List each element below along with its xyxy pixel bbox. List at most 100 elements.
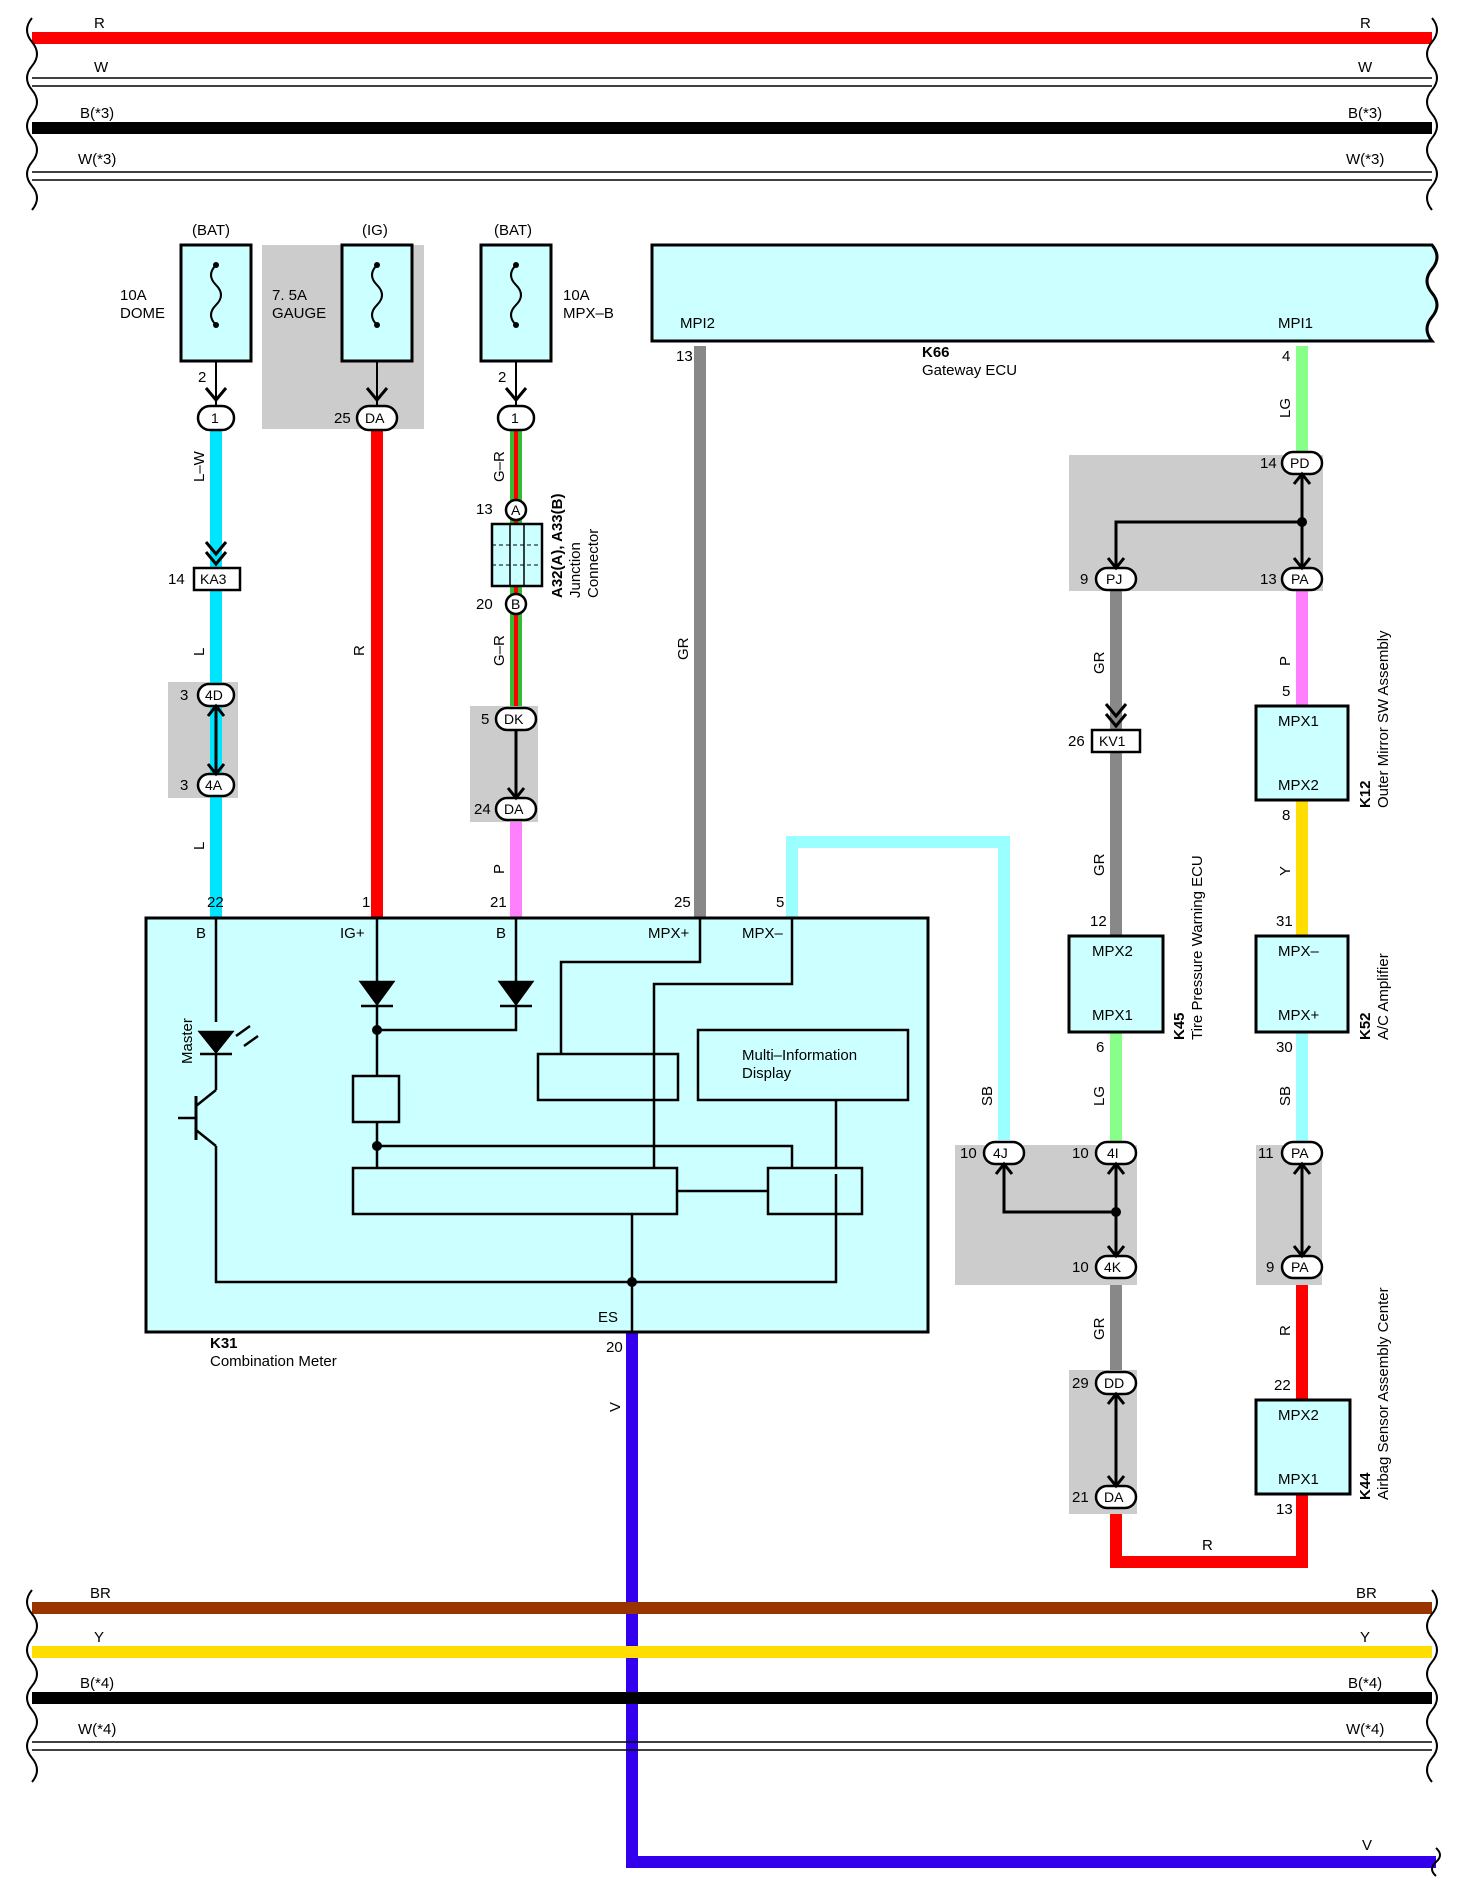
wire-label-lg-k45: LG [1091, 1086, 1108, 1106]
break-mark-v [1431, 1847, 1441, 1877]
conn-dd-id: DD [1104, 1375, 1124, 1391]
component-k12: MPX1 MPX2 5 8 K12 Outer Mirror SW Assemb… [1254, 630, 1392, 824]
k45-code: K45 [1171, 1012, 1188, 1040]
conn-ka3-num: 14 [168, 571, 185, 588]
fuse-gauge-icon [371, 264, 383, 326]
arrow-pd-pa [1292, 471, 1312, 571]
fuse-dome-pin: 2 [198, 369, 206, 386]
conn-pd-id: PD [1290, 455, 1309, 471]
combination-meter: 22 1 21 25 5 B IG+ B MPX+ MPX– [144, 894, 930, 1370]
conn-gauge-da [355, 404, 399, 432]
connector-links [204, 387, 1312, 1489]
component-k44: MPX2 MPX1 22 13 K44 Airbag Sensor Assemb… [1254, 1287, 1392, 1518]
conn-4a-num: 3 [180, 777, 188, 794]
conn-pa11-num: 11 [1258, 1145, 1274, 1162]
junction-connector: A 13 B 20 A32(A), A33(B) Junction Connec… [476, 494, 602, 616]
conn-4k-id: 4K [1104, 1259, 1122, 1275]
meter-code: K31 [210, 1335, 238, 1352]
gateway-port-left: MPI2 [680, 315, 715, 332]
bus-b3-label-right: B(*3) [1348, 105, 1382, 122]
arrow-dk-da [506, 787, 526, 801]
meter-display-box [696, 1028, 910, 1102]
conn-da-bot-num: 21 [1072, 1489, 1089, 1506]
conn-4j-num: 10 [960, 1145, 977, 1162]
k44-box [1254, 1398, 1352, 1496]
k45-port-bottom: MPX1 [1092, 1007, 1133, 1024]
wire-label-r-pa: R [1277, 1325, 1294, 1336]
k52-pin-bottom: 30 [1276, 1039, 1293, 1056]
junction-pin-a-num: 13 [476, 501, 493, 518]
junction-pin-b: B [511, 596, 520, 612]
meter-dot-ground [627, 1277, 637, 1287]
junction-name-1: Junction [567, 542, 584, 598]
meter-b2-diode-icon [497, 980, 535, 1007]
wire-v [626, 1330, 1436, 1868]
junction-name-2: Connector [585, 529, 602, 598]
wire-label-gr1: G–R [491, 451, 508, 482]
k45-pin-bottom: 6 [1096, 1039, 1104, 1056]
conn-gauge-da-id: DA [365, 410, 385, 426]
arrow-dd-da [1106, 1391, 1126, 1489]
meter-ig-diode-icon [358, 980, 396, 1007]
bus-r-label-left: R [94, 15, 105, 32]
component-k45: MPX2 MPX1 12 6 K45 Tire Pressure Warning… [1067, 855, 1206, 1056]
k52-code: K52 [1357, 1012, 1374, 1040]
bus-w3-label-right: W(*3) [1346, 151, 1384, 168]
conn-dk-id: DK [504, 711, 524, 727]
meter-pin-mpxminus: 5 [776, 894, 784, 911]
bus-v-label: V [1362, 1837, 1372, 1854]
bus-w4-label-left: W(*4) [78, 1721, 116, 1738]
wire-label-lw: L–W [191, 450, 208, 482]
wires [210, 346, 1436, 1868]
bus-b4-label-right: B(*4) [1348, 1675, 1382, 1692]
junction-box [490, 522, 544, 588]
fuse-dome-icon [210, 264, 222, 326]
bus-w3-label-left: W(*3) [78, 151, 116, 168]
meter-term-ig: IG+ [340, 925, 365, 942]
break-mark-left-bottom [26, 1589, 38, 1783]
meter-led-label: Master [179, 1018, 196, 1064]
meter-term-b: B [196, 925, 206, 942]
bus-br-label-left: BR [90, 1585, 111, 1602]
fuse-mpxb-dot-bottom [513, 322, 519, 328]
junction-dots [1111, 517, 1307, 1217]
meter-es-pin: 20 [606, 1339, 623, 1356]
wire-label-y-mirror: Y [1277, 866, 1294, 876]
bus-w4-label-right: W(*4) [1346, 1721, 1384, 1738]
meter-term-mpxminus: MPX– [742, 925, 784, 942]
wire-label-lg-top: LG [1277, 398, 1294, 418]
wire-r-bottom [1110, 1494, 1308, 1568]
top-bus-group: R R W W B(*3) B(*3) W(*3) W(*3) [26, 15, 1438, 211]
bus-r-label-right: R [1360, 15, 1371, 32]
k44-pin-bottom: 13 [1276, 1501, 1293, 1518]
meter-mpxminus-line [652, 918, 794, 1168]
break-mark-left-top [26, 17, 38, 211]
conn-kv1-id: KV1 [1099, 733, 1126, 749]
k52-box [1254, 934, 1350, 1034]
k52-port-top: MPX– [1278, 943, 1320, 960]
bus-b3-label-left: B(*3) [80, 105, 114, 122]
k52-name: A/C Amplifier [1375, 953, 1392, 1040]
fuse-mpxb-icon [510, 264, 522, 326]
gateway-port-right: MPI1 [1278, 315, 1313, 332]
meter-ground-loop [214, 1146, 838, 1284]
component-k52: MPX– MPX+ 31 30 K52 A/C Amplifier [1254, 913, 1392, 1056]
conn-kv1-num: 26 [1068, 733, 1085, 750]
link-pd-pj [1114, 520, 1302, 568]
conn-dome-1 [196, 404, 236, 432]
k12-name: Outer Mirror SW Assembly [1375, 630, 1392, 808]
fuse-dome-dot-top [213, 262, 219, 268]
wire-label-l2: L [191, 842, 208, 850]
conn-kv1 [1090, 728, 1142, 754]
conn-pa9-id: PA [1291, 1259, 1309, 1275]
meter-mpxplus-line [559, 918, 702, 1054]
conn-mpxb-1 [496, 404, 536, 432]
conn-da-mid-id: DA [504, 801, 524, 817]
arrow-dome [204, 387, 228, 403]
conn-dk-num: 5 [481, 711, 489, 728]
dot-pd-split [1297, 517, 1307, 527]
wire-label-gr-kv1: GR [1091, 853, 1108, 876]
conn-4i-num: 10 [1072, 1145, 1089, 1162]
conn-pd-num: 14 [1260, 455, 1277, 472]
